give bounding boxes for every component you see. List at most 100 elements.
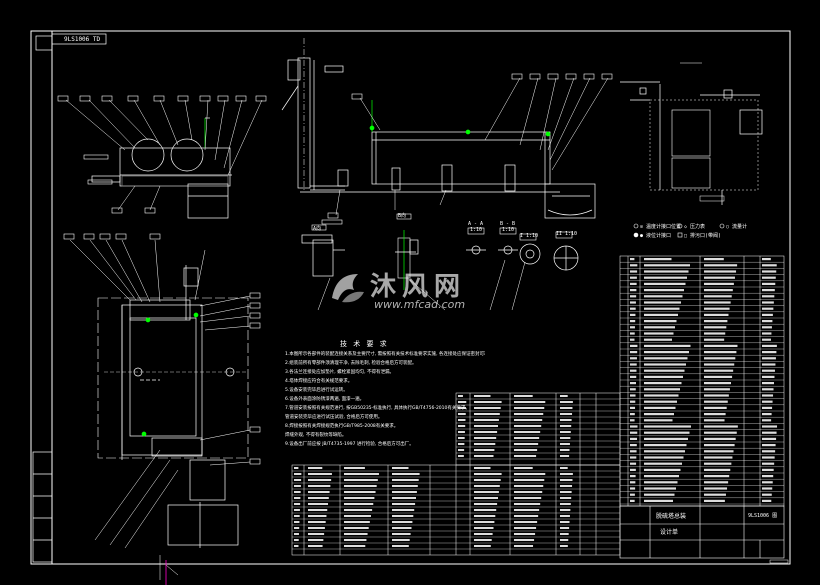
table-cell-text (704, 276, 735, 279)
table-cell-text (762, 419, 772, 422)
table-cell-text (630, 295, 637, 298)
table-cell-text (458, 455, 464, 457)
table-cell-text (308, 533, 325, 535)
table-cell-text (762, 475, 774, 478)
table-cell-text (294, 515, 300, 517)
table-cell-text (644, 276, 687, 279)
table-cell-text (704, 363, 735, 366)
legend-markers (633, 223, 725, 238)
note-line: 2.组装前所有零部件须清理干净, 去除毛刺, 检验合格后方可装配。 (285, 361, 417, 366)
table-cell-text (762, 444, 776, 447)
table-cell-text (514, 401, 546, 403)
watermark-url: www.mfcad.com (374, 298, 466, 311)
table-cell-text (644, 475, 679, 478)
table-cell-text (762, 468, 774, 471)
table-cell-text (630, 425, 638, 428)
table-cell-text (630, 307, 636, 310)
table-cell-text (762, 437, 777, 440)
table-cell-text (344, 491, 376, 493)
table-cell-text (630, 258, 635, 261)
table-cell-text (762, 295, 775, 298)
table-cell-text (762, 388, 774, 391)
table-cell-text (560, 527, 570, 529)
table-cell-text (514, 395, 533, 397)
table-cell-text (514, 533, 536, 535)
table-cell-text (704, 338, 725, 341)
bottom-right-tab (769, 559, 789, 564)
table-cell-text (630, 344, 638, 347)
table-cell-text (474, 503, 498, 505)
table-cell-text (762, 289, 775, 292)
table-cell-text (630, 499, 635, 502)
table-cell-text (762, 382, 774, 385)
table-cell-text (704, 444, 735, 447)
table-cell-text (474, 425, 498, 427)
table-cell-text (294, 473, 302, 475)
table-cell-text (630, 357, 637, 360)
table-cell-text (644, 388, 680, 391)
table-cell-text (514, 527, 537, 529)
outer-border (30, 30, 791, 565)
section-label-b-b: B - B (500, 221, 516, 227)
table-cell-text (644, 326, 675, 329)
table-cell-text (644, 307, 680, 310)
scale-label-4: II 1:10 (556, 231, 578, 237)
table-cell-text (560, 521, 570, 523)
scale-label-1: 1:10 (470, 227, 483, 233)
table-cell-text (704, 332, 726, 335)
table-cell-text (762, 406, 773, 409)
table-cell-text (392, 479, 419, 481)
table-cell-text (704, 295, 732, 298)
table-cell-text (308, 521, 326, 523)
table-cell-text (630, 320, 636, 323)
table-cell-text (644, 400, 677, 403)
table-cell-text (630, 264, 638, 267)
table-cell-text (704, 425, 738, 428)
table-cell-text (644, 375, 683, 378)
table-cell-text (644, 344, 691, 347)
table-cell-text (762, 499, 772, 502)
table-cell-text (644, 289, 684, 292)
table-cell-text (704, 313, 729, 316)
table-cell-text (308, 473, 332, 475)
title-block (619, 505, 785, 559)
table-cell-text (644, 444, 687, 447)
middle-table-rows (456, 395, 620, 460)
table-cell-text (644, 301, 681, 304)
scale-label-2: 1:10 (502, 227, 515, 233)
table-cell-text (704, 481, 729, 484)
table-cell-text (560, 479, 573, 481)
table-cell-text (704, 499, 725, 502)
table-cell-text (458, 395, 463, 397)
table-cell-text (458, 407, 467, 409)
table-cell-text (294, 467, 299, 469)
table-cell-text (458, 437, 465, 439)
table-cell-text (644, 487, 676, 490)
table-cell-text (644, 363, 686, 366)
table-cell-text (344, 533, 368, 535)
table-cell-text (630, 338, 635, 341)
section-label-b-view: B向 (398, 213, 407, 219)
table-cell-text (762, 493, 772, 496)
table-cell-text (630, 351, 638, 354)
table-cell-text (630, 419, 635, 422)
table-cell-text (704, 400, 728, 403)
table-cell-text (644, 313, 678, 316)
table-cell-text (704, 301, 731, 304)
table-cell-text (762, 357, 776, 360)
table-cell-text (630, 363, 637, 366)
table-cell-text (762, 369, 775, 372)
table-cell-text (762, 301, 774, 304)
table-cell-text (294, 503, 301, 505)
table-cell-text (560, 545, 568, 547)
table-cell-text (704, 456, 733, 459)
table-cell-text (762, 264, 777, 267)
table-cell-text (762, 351, 777, 354)
table-cell-text (762, 320, 773, 323)
table-cell-text (458, 449, 465, 451)
note-line: 9.设备出厂前应按 JB/T4735-1997 进行检验, 合格后方可出厂。 (285, 442, 414, 447)
section-details-row (301, 213, 579, 311)
table-cell-text (308, 497, 329, 499)
table-cell-text (474, 431, 498, 433)
table-cell-text (344, 503, 374, 505)
